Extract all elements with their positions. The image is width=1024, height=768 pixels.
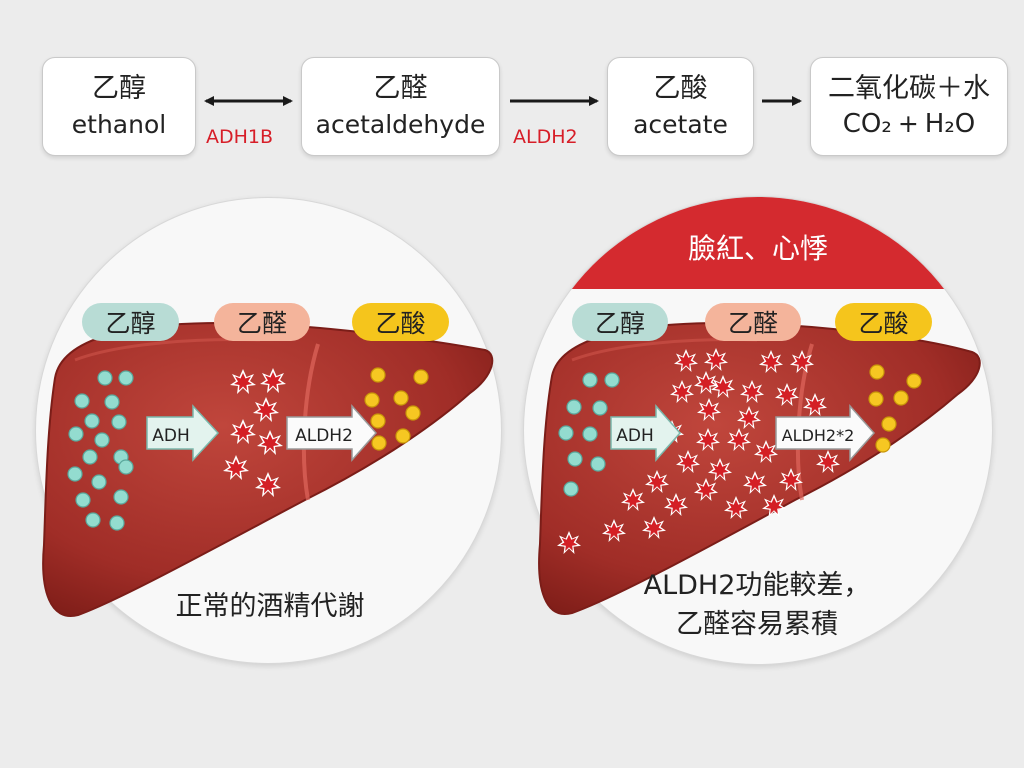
acetaldehyde-box: 乙醛 acetaldehyde xyxy=(301,57,500,156)
co2-water-formula: CO₂+H₂O xyxy=(843,109,975,140)
symptom-banner-text: 臉紅、心悸 xyxy=(687,232,828,265)
left-adh-arrow: ADH xyxy=(146,404,220,462)
left-acetate-pill: 乙酸 xyxy=(352,303,449,341)
co2-water-box: 二氧化碳＋水 CO₂+H₂O xyxy=(810,57,1008,156)
symptom-banner: 臉紅、心悸 xyxy=(524,197,992,289)
left-acetate-molecules xyxy=(364,367,429,451)
acetate-box: 乙酸 acetate xyxy=(607,57,754,156)
pathway-arrows xyxy=(204,96,802,106)
acetaldehyde-zh-label: 乙醛 xyxy=(373,73,428,105)
ethanol-en-label: ethanol xyxy=(71,109,167,139)
ethanol-box: 乙醇 ethanol xyxy=(42,57,196,156)
right-ethanol-pill: 乙醇 xyxy=(572,303,668,341)
enzyme-aldh2-label: ALDH2 xyxy=(513,126,578,148)
enzyme-adh1b-label: ADH1B xyxy=(206,126,274,148)
right-caption-line1: ALDH2功能較差， xyxy=(643,570,871,601)
acetate-zh-label: 乙酸 xyxy=(653,73,708,105)
right-aldh2-arrow: ALDH2*2 xyxy=(775,404,876,462)
right-caption: ALDH2功能較差， 乙醛容易累積 xyxy=(582,566,932,644)
h2o-formula: H₂O xyxy=(924,109,976,140)
co2-water-zh-label: 二氧化碳＋水 xyxy=(828,72,990,104)
left-adh-arrow-label: ADH xyxy=(152,426,190,446)
left-liver-illustration: ADH ALDH2 xyxy=(42,321,494,617)
right-acetaldehyde-pill: 乙醛 xyxy=(705,303,801,341)
right-aldh2-arrow-label: ALDH2*2 xyxy=(782,426,855,445)
right-adh-arrow-label: ADH xyxy=(616,426,654,446)
left-aldh2-arrow-label: ALDH2 xyxy=(295,426,353,446)
left-caption: 正常的酒精代謝 xyxy=(175,591,365,622)
acetate-en-label: acetate xyxy=(633,109,728,139)
left-acetaldehyde-pill: 乙醛 xyxy=(214,303,310,341)
ethanol-zh-label: 乙醇 xyxy=(92,73,146,105)
left-ethanol-molecules xyxy=(67,370,134,531)
right-ethanol-molecules xyxy=(558,372,620,497)
left-ethanol-pill: 乙醇 xyxy=(82,303,179,341)
right-acetate-molecules xyxy=(868,364,922,453)
right-adh-arrow: ADH xyxy=(610,404,682,462)
co2-formula: CO₂ xyxy=(842,109,892,140)
right-caption-line2: 乙醛容易累積 xyxy=(676,609,838,641)
left-aldh2-arrow: ALDH2 xyxy=(286,404,378,462)
plus-sign: + xyxy=(897,109,919,139)
right-acetate-pill: 乙酸 xyxy=(835,303,932,341)
acetaldehyde-en-label: acetaldehyde xyxy=(315,109,486,139)
